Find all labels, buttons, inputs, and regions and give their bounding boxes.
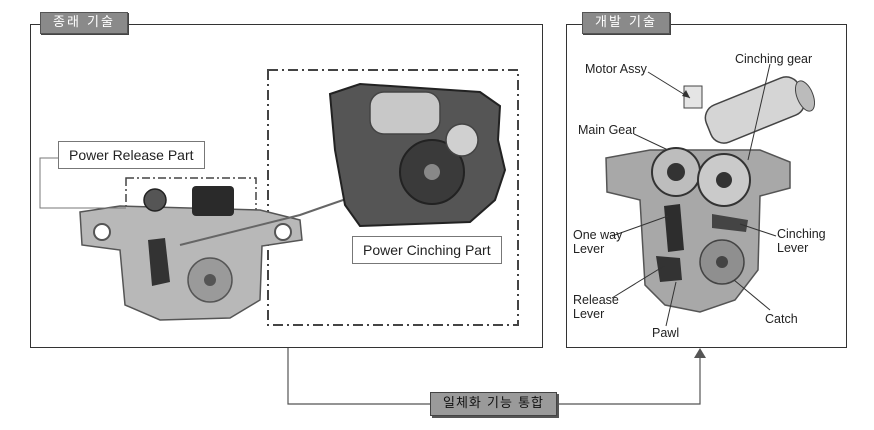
cinching-motor	[369, 91, 441, 135]
release-leader	[39, 157, 126, 209]
label-main-gear: Main Gear	[578, 123, 637, 137]
integration-tag: 일체화 기능 통합	[430, 392, 557, 416]
label-pawl: Pawl	[652, 326, 680, 340]
label-cinching-gear: Cinching gear	[735, 52, 813, 66]
motor-assy-body	[704, 76, 806, 144]
label-cinching-lever: Cinching Lever	[777, 227, 826, 255]
mount-hole-left	[93, 223, 111, 241]
release-lever-shape-r	[656, 256, 682, 282]
power-cinching-part-label: Power Cinching Part	[352, 236, 502, 264]
cable	[179, 169, 431, 246]
release-motor	[192, 186, 234, 216]
label-release-lever: Release Lever	[573, 293, 619, 321]
label-motor-assy: Motor Assy	[585, 62, 647, 76]
release-gear	[143, 188, 167, 212]
integration-arrow-head	[694, 348, 706, 358]
one-way-lever-shape	[664, 204, 684, 252]
cinching-lever-shape	[712, 214, 748, 232]
cinching-part-boundary	[267, 69, 519, 326]
label-one-way-lever: One way Lever	[573, 228, 623, 256]
latch-base-plate	[79, 205, 303, 321]
label-catch: Catch	[765, 312, 798, 326]
cinching-small-gear	[445, 123, 479, 157]
release-lever-shape	[148, 238, 170, 286]
developed-tech-tag: 개발 기술	[582, 12, 670, 34]
mount-hole-right	[274, 223, 292, 241]
power-release-part-label: Power Release Part	[58, 141, 205, 169]
motor-connector	[683, 85, 703, 109]
conventional-tech-tag: 종래 기술	[40, 12, 128, 34]
